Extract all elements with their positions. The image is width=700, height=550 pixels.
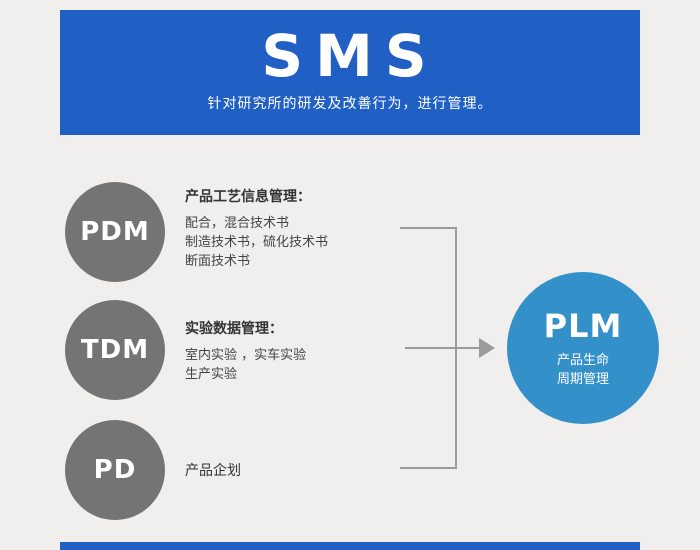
banner-title: SMS [261, 22, 439, 90]
tdm-text-block: 实验数据管理： 室内实验 ，实车实验 生产实验 [185, 318, 306, 384]
tdm-line: 生产实验 [185, 367, 238, 382]
tdm-circle-label: TDM [80, 335, 150, 365]
plm-circle-label: PLM [543, 307, 623, 345]
arrow-shaft [455, 347, 481, 349]
footer-bar [60, 542, 640, 550]
tdm-heading: 实验数据管理： [185, 321, 283, 337]
plm-desc-line1: 产品生命 [556, 353, 609, 368]
pd-connector-line [400, 467, 455, 469]
pd-circle: PD [65, 420, 165, 520]
pdm-line: 断面技术书 [185, 254, 251, 269]
banner-subtitle: 针对研究所的研发及改善行为，进行管理。 [207, 95, 493, 112]
header-banner: SMS 针对研究所的研发及改善行为，进行管理。 [60, 10, 640, 135]
pdm-circle-label: PDM [80, 217, 150, 247]
pdm-connector-line [400, 227, 455, 229]
pd-circle-label: PD [93, 455, 137, 485]
pdm-circle: PDM [65, 182, 165, 282]
pd-heading: 产品企划 [185, 463, 241, 479]
pd-text-block: 产品企划 [185, 460, 241, 480]
pdm-heading: 产品工艺信息管理： [185, 189, 311, 205]
pdm-text-block: 产品工艺信息管理： 配合，混合技术书 制造技术书，硫化技术书 断面技术书 [185, 186, 328, 271]
tdm-circle: TDM [65, 300, 165, 400]
plm-desc-line2: 周期管理 [556, 372, 609, 387]
plm-circle: PLM 产品生命 周期管理 [507, 272, 659, 424]
pdm-line: 配合，混合技术书 [185, 216, 290, 231]
tdm-line: 室内实验 ，实车实验 [185, 348, 307, 363]
pdm-line: 制造技术书，硫化技术书 [185, 235, 329, 250]
right-arrow-icon [479, 338, 495, 358]
tdm-connector-line [405, 347, 455, 349]
